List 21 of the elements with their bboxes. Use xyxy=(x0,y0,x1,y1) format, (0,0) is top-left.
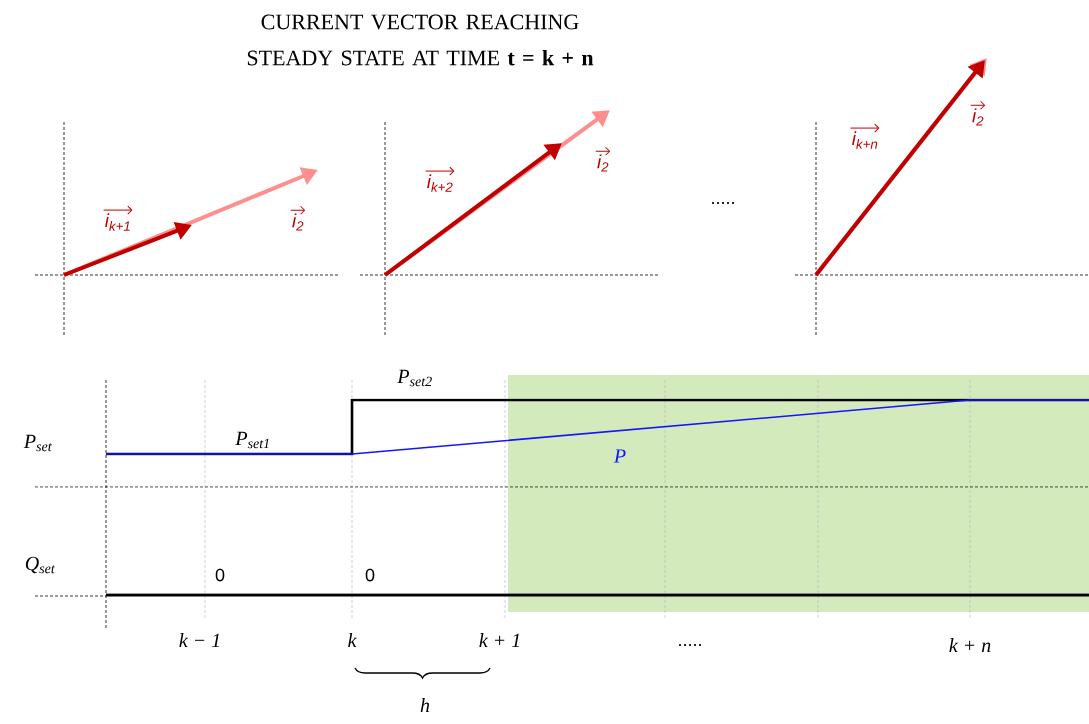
ellipsis: ..... xyxy=(679,644,701,646)
vector-label: i$_{2}$ xyxy=(290,205,306,231)
value-label: 0 xyxy=(365,568,375,582)
tick-label: k + 1 xyxy=(479,633,520,647)
brace-label: h xyxy=(420,698,430,712)
axis-label: P$_{set}$ xyxy=(23,434,52,452)
axis-label: Q$_{set}$ xyxy=(25,556,56,574)
tick-label: k + n xyxy=(949,638,991,652)
vector-label: i$_{2}$ xyxy=(970,100,986,126)
tick-label: k xyxy=(348,633,357,647)
vector-label: i$_{2}$ xyxy=(595,146,611,172)
vector-label: i$_{k+2}$ xyxy=(425,166,455,192)
curve-label: P xyxy=(613,449,626,463)
value-label: 0 xyxy=(215,568,225,582)
axis-label: P$_{set2}$ xyxy=(397,369,432,387)
curve-label: P$_{set1}$ xyxy=(235,431,269,449)
title: CURRENT VECTOR REACHING STEADY STATE AT TIME t = k + n xyxy=(247,14,594,66)
vector-label: i$_{k+1}$ xyxy=(103,205,133,231)
tick-label: k − 1 xyxy=(179,633,220,647)
ellipsis: ..... xyxy=(712,202,734,204)
vector-label: i$_{k+n}$ xyxy=(850,123,880,149)
